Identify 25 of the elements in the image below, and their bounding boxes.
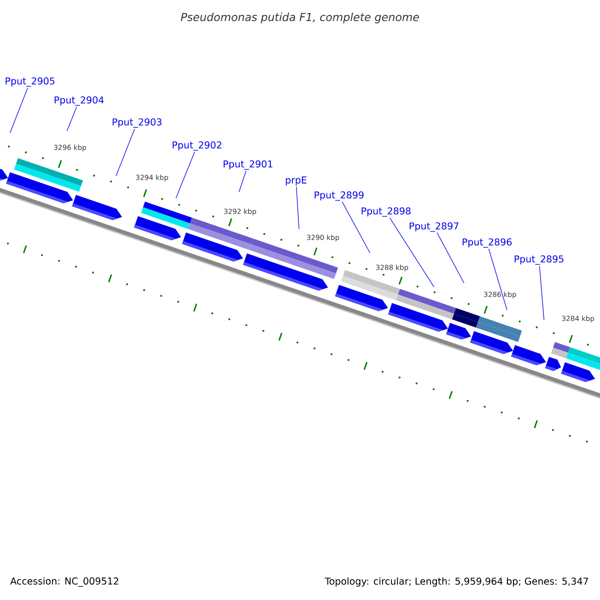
gene-label: Pput_2898: [362, 207, 411, 217]
leader-line: [389, 218, 434, 288]
gene-label: Pput_2897: [410, 222, 458, 232]
gene-label: Pput_2901: [224, 160, 272, 170]
leader-line: [342, 202, 370, 254]
gene-label: Pput_2904: [54, 96, 104, 106]
leader-line: [66, 106, 77, 132]
gene-label: Pput_2905: [6, 77, 54, 87]
footer-text: Accession: NC_009512: [10, 577, 118, 587]
title: Pseudomonas putida F1, complete genome: [180, 12, 419, 24]
leader-line: [296, 186, 300, 230]
gene-label: Pput_2902: [172, 141, 222, 151]
leader-line: [10, 88, 28, 134]
footer-text: Topology: circular; Length: 5,959,964 bp; Genes: 5,347: [324, 577, 588, 587]
leader-line: [116, 128, 136, 176]
gene-label: Pput_2895: [514, 255, 564, 265]
leader-line: [539, 266, 544, 320]
gene-label: Pput_2899: [314, 191, 364, 201]
gene-label: Pput_2896: [462, 238, 512, 248]
leader-line: [436, 232, 464, 284]
gene-label: prpE: [286, 176, 306, 186]
gene-label: Pput_2903: [112, 118, 162, 128]
leader-line: [176, 152, 195, 198]
leader-line: [488, 248, 508, 310]
leader-line: [238, 170, 246, 192]
